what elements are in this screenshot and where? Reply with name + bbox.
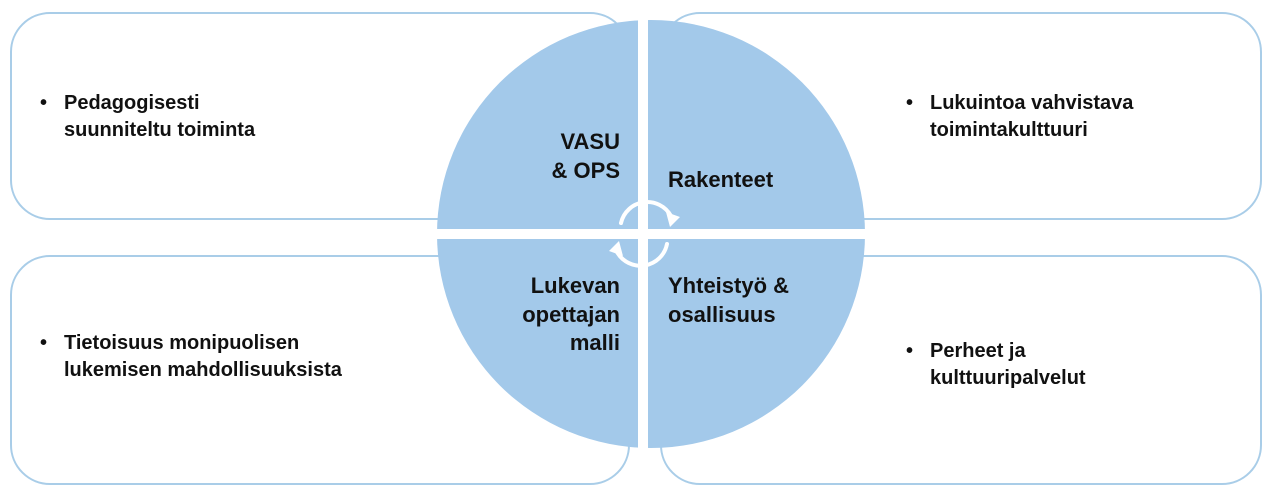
bullet-top-left: • Pedagogisesti suunniteltu toiminta [40, 90, 255, 144]
bullet-dot: • [40, 332, 48, 354]
bullet-dot: • [906, 92, 914, 114]
vertical-divider [638, 18, 648, 450]
center-circle [435, 18, 867, 450]
bullet-text-top-right: Lukuintoa vahvistava toimintakulttuuri [930, 92, 1134, 141]
quadrant-label-vasu-ops: VASU & OPS [551, 129, 620, 183]
bullet-text-bottom-left: Tietoisuus monipuolisen lukemisen mahdol… [64, 332, 342, 381]
bullet-dot: • [906, 340, 914, 362]
cycle-arrows-icon [609, 199, 680, 268]
horizontal-divider [435, 229, 867, 239]
bullet-top-right: • Lukuintoa vahvistava toimintakulttuuri [906, 90, 1133, 144]
bullet-text-bottom-right: Perheet ja kulttuuripalvelut [930, 340, 1086, 389]
bullet-bottom-left: • Tietoisuus monipuolisen lukemisen mahd… [40, 330, 342, 384]
bullet-text-top-left: Pedagogisesti suunniteltu toiminta [64, 92, 256, 141]
quadrant-label-yhteistyo-osallisuus: Yhteistyö & osallisuus [668, 273, 790, 327]
bullet-bottom-right: • Perheet ja kulttuuripalvelut [906, 338, 1086, 392]
bullet-dot: • [40, 92, 48, 114]
quadrant-label-rakenteet: Rakenteet [668, 167, 774, 192]
quadrant-label-lukevan-opettajan-malli: Lukevan opettajan malli [522, 273, 620, 356]
